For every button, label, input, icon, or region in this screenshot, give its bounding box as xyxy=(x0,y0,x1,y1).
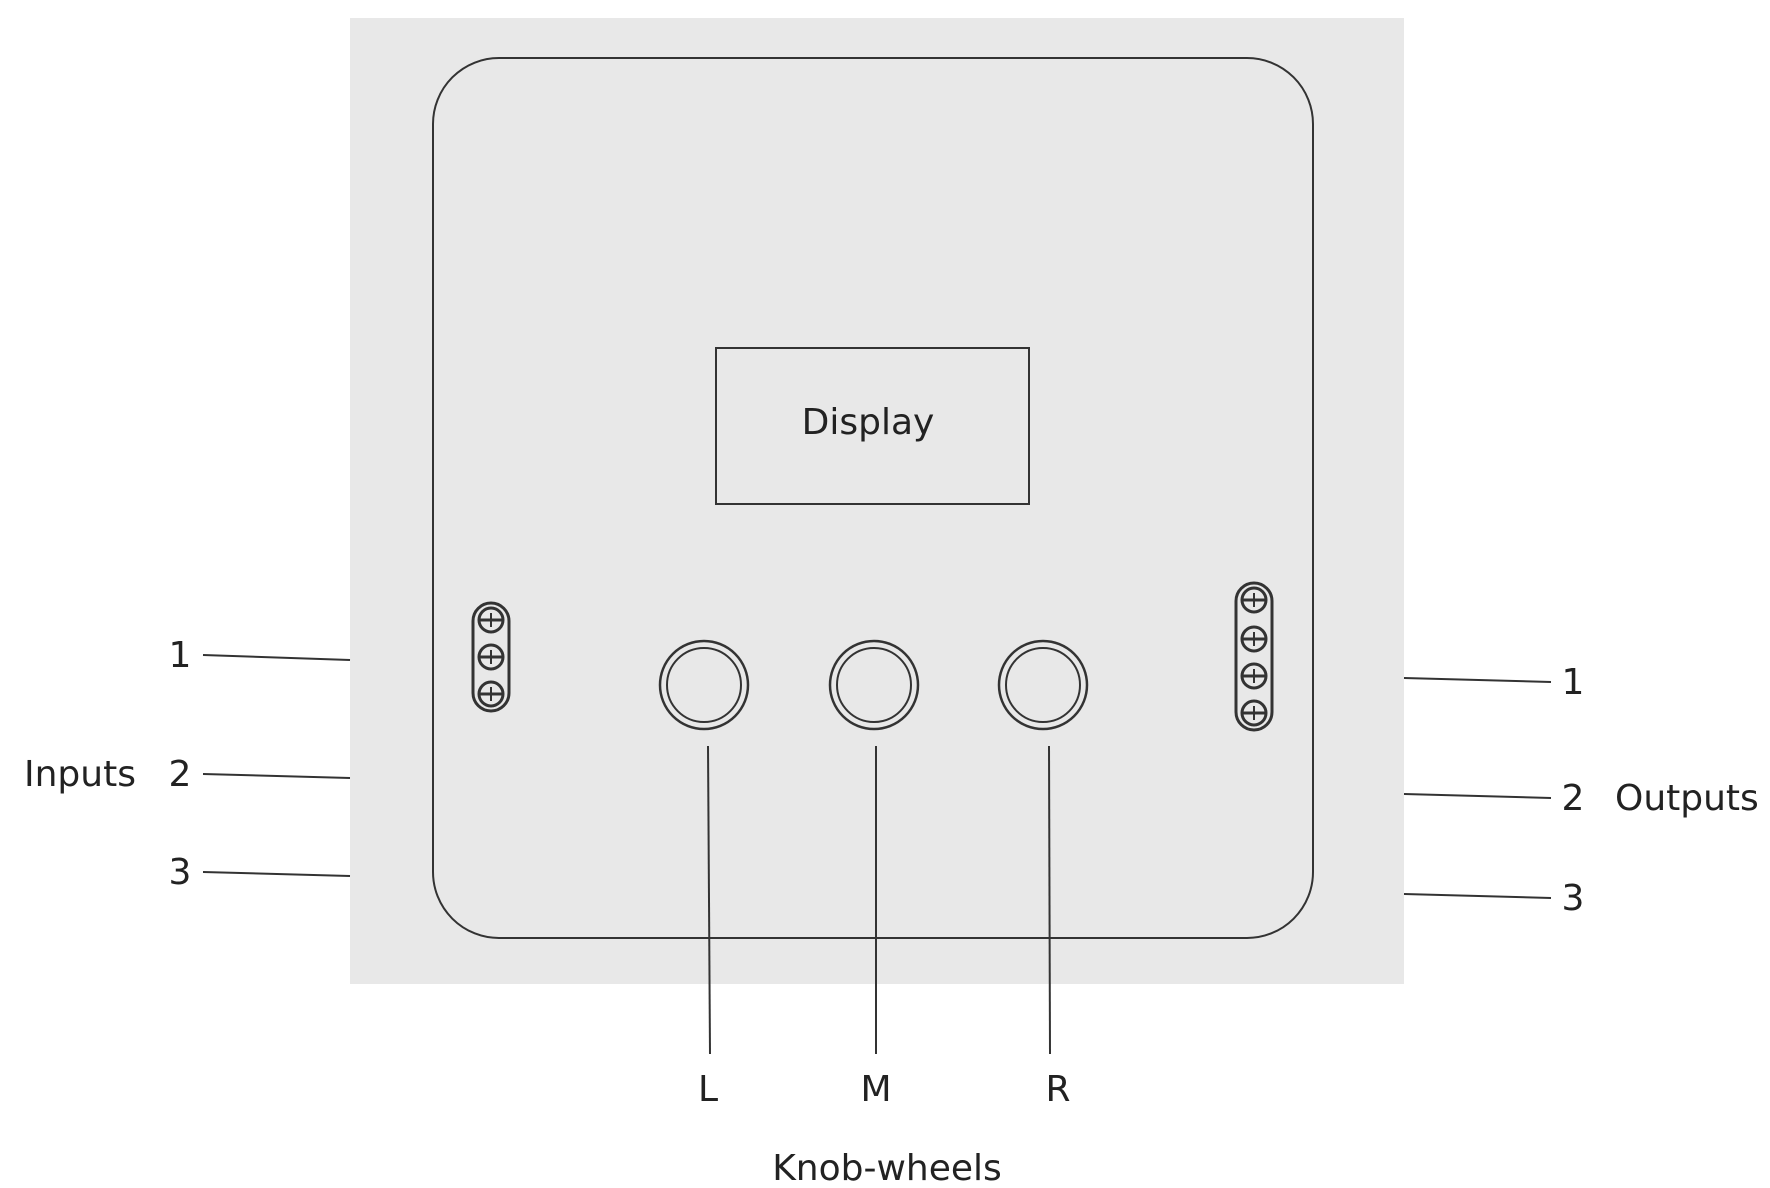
knob-label-m: M xyxy=(860,1069,891,1110)
knob-label-l: L xyxy=(698,1069,718,1110)
knob-r-leader xyxy=(1048,745,1051,1055)
screw-icon xyxy=(477,643,505,671)
knob-caption: Knob-wheels xyxy=(772,1148,1002,1188)
knob-l xyxy=(658,639,750,731)
display-label: Display xyxy=(802,402,935,443)
knob-l-leader xyxy=(707,745,711,1055)
knob-m xyxy=(828,639,920,731)
screw-icon xyxy=(477,680,505,708)
input-3-leader xyxy=(202,871,351,877)
output-terminal-block xyxy=(1234,581,1274,732)
display-box xyxy=(715,347,1030,505)
knob-label-r: R xyxy=(1045,1069,1070,1110)
inputs-title: Inputs xyxy=(24,754,136,795)
input-port-2: 2 xyxy=(169,754,192,795)
output-3-leader xyxy=(1403,893,1552,899)
screw-icon xyxy=(1240,699,1268,727)
output-2-leader xyxy=(1403,793,1552,799)
output-port-1: 1 xyxy=(1562,662,1585,703)
input-terminal-block xyxy=(471,601,511,713)
device-body xyxy=(432,57,1314,939)
knob-r xyxy=(997,639,1089,731)
screw-icon xyxy=(1240,586,1268,614)
output-1-leader xyxy=(1403,677,1552,683)
input-port-3: 3 xyxy=(169,852,192,893)
input-2-leader xyxy=(202,773,351,779)
screw-icon xyxy=(1240,625,1268,653)
input-port-1: 1 xyxy=(169,635,192,676)
input-1-leader xyxy=(202,654,351,661)
screw-icon xyxy=(1240,662,1268,690)
output-port-2: 2 xyxy=(1562,778,1585,819)
outputs-title: Outputs xyxy=(1615,778,1759,819)
output-port-3: 3 xyxy=(1562,878,1585,919)
screw-icon xyxy=(477,606,505,634)
